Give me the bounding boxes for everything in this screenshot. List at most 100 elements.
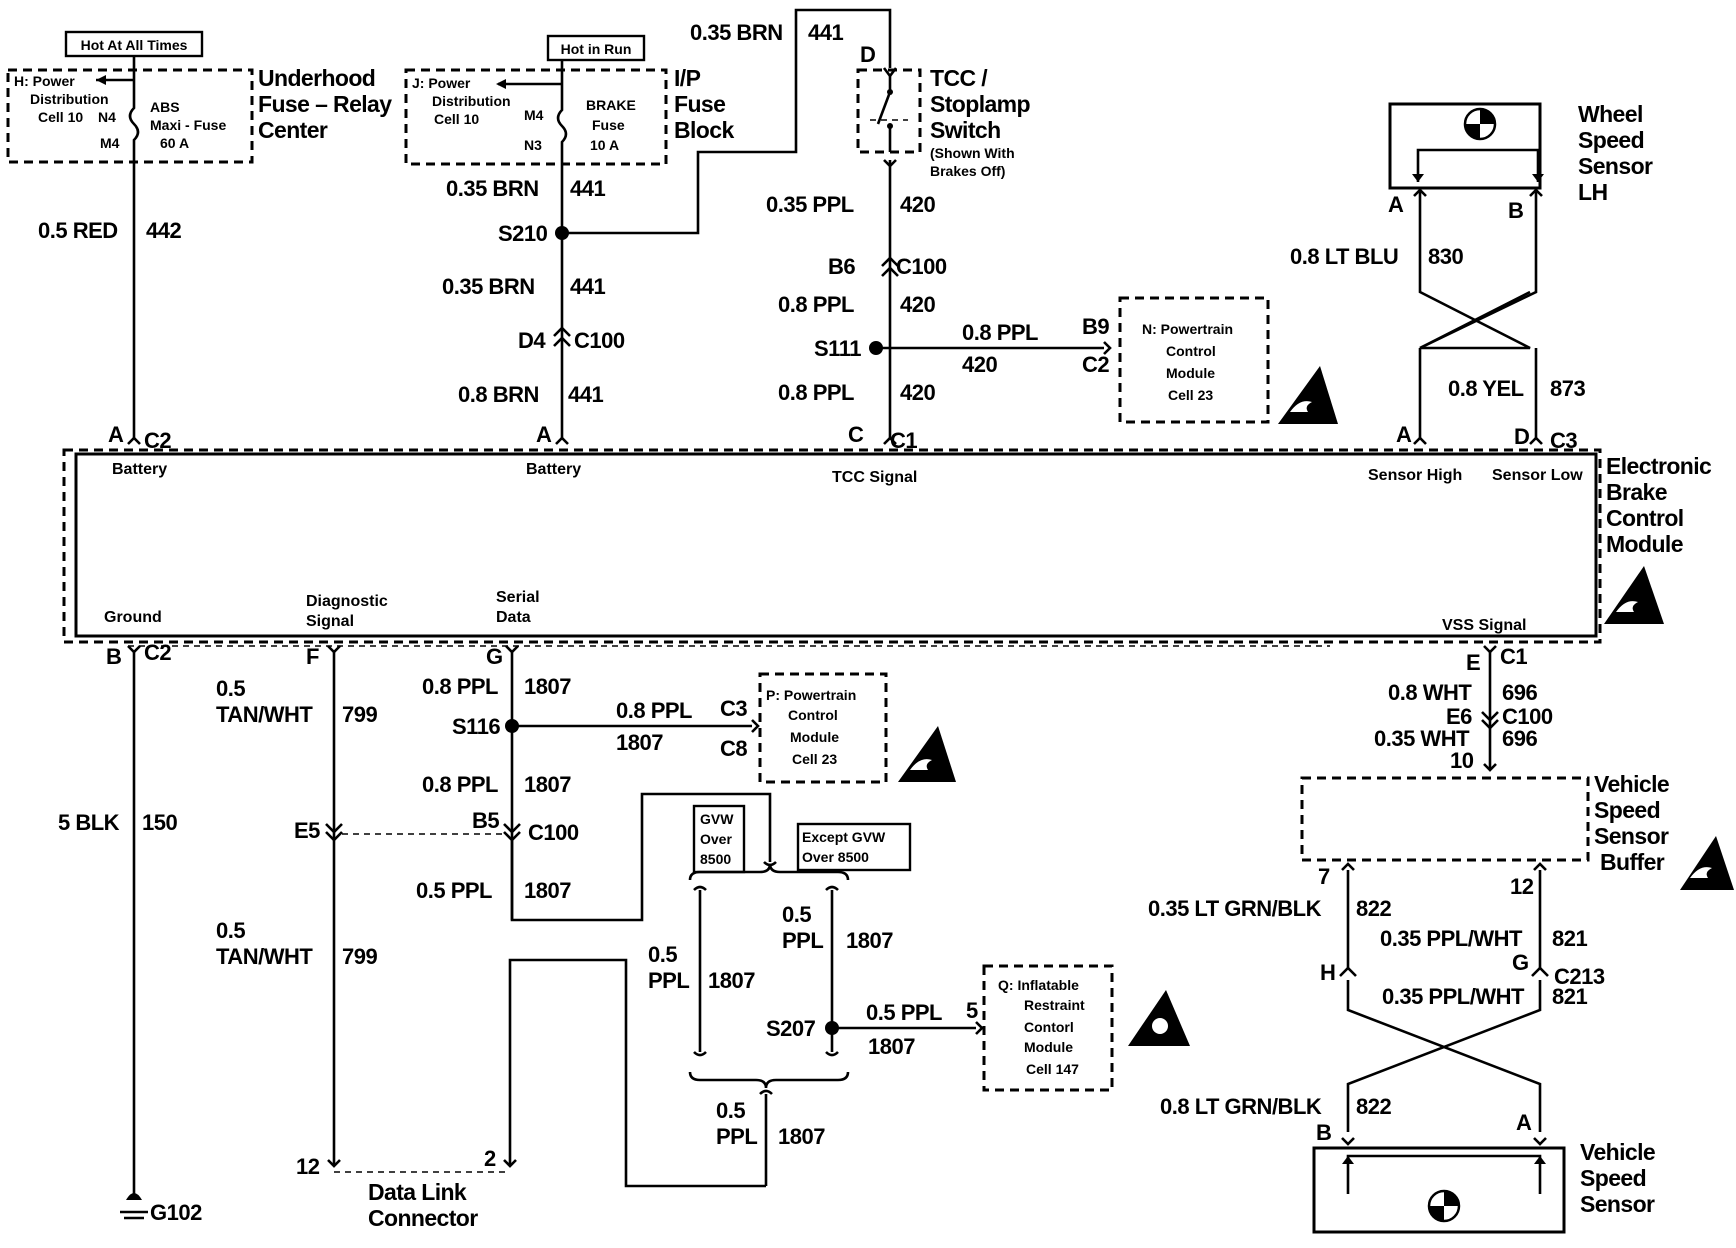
svg-text:441: 441 — [570, 176, 605, 201]
svg-text:0.8 PPL: 0.8 PPL — [778, 292, 854, 317]
svg-text:Sensor: Sensor — [1594, 823, 1669, 849]
svg-text:G: G — [1512, 950, 1529, 975]
svg-text:G: G — [486, 644, 503, 669]
svg-text:H: Power: H: Power — [14, 73, 75, 89]
svg-text:0.8 PPL: 0.8 PPL — [778, 380, 854, 405]
svg-text:Cell 23: Cell 23 — [1168, 387, 1213, 403]
svg-text:0.35 PPL: 0.35 PPL — [766, 192, 854, 217]
svg-text:Ground: Ground — [104, 609, 162, 626]
svg-text:0.5: 0.5 — [216, 676, 245, 701]
svg-text:TCC Signal: TCC Signal — [832, 469, 917, 486]
svg-text:Buffer: Buffer — [1600, 849, 1665, 875]
svg-text:A: A — [1516, 1110, 1532, 1135]
svg-text:Stoplamp: Stoplamp — [930, 91, 1031, 117]
svg-text:1807: 1807 — [524, 674, 571, 699]
svg-text:Battery: Battery — [526, 461, 581, 478]
ebcm-module — [74, 452, 1598, 638]
svg-text:C100: C100 — [896, 254, 947, 279]
svg-text:0.5 RED: 0.5 RED — [38, 218, 118, 243]
svg-text:VSS Signal: VSS Signal — [1442, 617, 1526, 634]
svg-text:873: 873 — [1550, 376, 1585, 401]
svg-text:Brakes Off): Brakes Off) — [930, 163, 1005, 179]
svg-text:Block: Block — [674, 117, 734, 143]
svg-text:Over 8500: Over 8500 — [802, 849, 869, 865]
svg-text:S111: S111 — [814, 336, 861, 361]
svg-text:Distribution: Distribution — [30, 91, 109, 107]
svg-text:0.8 PPL: 0.8 PPL — [616, 698, 692, 723]
svg-text:E: E — [1466, 650, 1480, 675]
svg-text:Sensor High: Sensor High — [1368, 467, 1462, 484]
svg-text:10 A: 10 A — [590, 137, 619, 153]
svg-text:Hot in Run: Hot in Run — [561, 41, 632, 57]
svg-text:420: 420 — [900, 380, 935, 405]
svg-text:H: H — [1320, 960, 1335, 985]
svg-text:1807: 1807 — [524, 772, 571, 797]
svg-text:8500: 8500 — [700, 851, 731, 867]
svg-text:Module: Module — [1024, 1039, 1073, 1055]
svg-text:B9: B9 — [1082, 314, 1109, 339]
svg-text:420: 420 — [962, 352, 997, 377]
svg-text:C: C — [848, 422, 864, 447]
svg-text:0.35 LT GRN/BLK: 0.35 LT GRN/BLK — [1148, 896, 1322, 921]
svg-text:Module: Module — [1166, 365, 1215, 381]
svg-text:C1: C1 — [1500, 644, 1527, 669]
svg-text:Vehicle: Vehicle — [1594, 771, 1669, 797]
svg-text:ABS: ABS — [150, 99, 180, 115]
svg-text:P: Powertrain: P: Powertrain — [766, 687, 856, 703]
svg-text:Fuse – Relay: Fuse – Relay — [258, 91, 392, 117]
pcm-p-box: P: Powertrain Control Module Cell 23 — [758, 672, 888, 784]
ip-fuse-block: J: Power Distribution Cell 10 M4 N3 BRAK… — [404, 68, 668, 166]
svg-text:M4: M4 — [100, 135, 120, 151]
svg-text:799: 799 — [342, 702, 377, 727]
svg-text:5: 5 — [966, 998, 978, 1023]
svg-text:J: Power: J: Power — [412, 75, 471, 91]
pcm-n-box: N: Powertrain Control Module Cell 23 — [1118, 296, 1270, 424]
svg-text:D: D — [860, 42, 875, 67]
svg-text:Sensor Low: Sensor Low — [1492, 467, 1583, 484]
svg-text:Except GVW: Except GVW — [802, 829, 886, 845]
svg-text:Maxi - Fuse: Maxi - Fuse — [150, 117, 226, 133]
svg-text:Cell 10: Cell 10 — [434, 111, 479, 127]
svg-text:420: 420 — [900, 192, 935, 217]
svg-text:1807: 1807 — [524, 878, 571, 903]
svg-text:441: 441 — [808, 20, 843, 45]
esd-icon — [1680, 836, 1734, 890]
svg-text:Sensor: Sensor — [1578, 153, 1653, 179]
svg-text:Control: Control — [1166, 343, 1216, 359]
svg-text:0.35 PPL/WHT: 0.35 PPL/WHT — [1382, 984, 1525, 1009]
except-gvw-tag: Except GVW Over 8500 — [796, 822, 912, 872]
svg-text:PPL: PPL — [716, 1124, 757, 1149]
svg-text:441: 441 — [570, 274, 605, 299]
svg-text:0.8 PPL: 0.8 PPL — [422, 772, 498, 797]
svg-text:E5: E5 — [294, 818, 320, 843]
svg-text:Diagnostic: Diagnostic — [306, 593, 388, 610]
svg-text:0.5 PPL: 0.5 PPL — [416, 878, 492, 903]
svg-text:0.5: 0.5 — [648, 942, 677, 967]
vehicle-speed-sensor-buffer — [1300, 776, 1590, 862]
svg-text:1807: 1807 — [778, 1124, 825, 1149]
svg-text:822: 822 — [1356, 896, 1391, 921]
svg-text:Q: Inflatable: Q: Inflatable — [998, 977, 1079, 993]
svg-text:Distribution: Distribution — [432, 93, 511, 109]
svg-text:Module: Module — [1606, 531, 1683, 557]
svg-text:M4: M4 — [524, 107, 544, 123]
svg-text:696: 696 — [1502, 726, 1537, 751]
svg-text:TCC /: TCC / — [930, 65, 988, 91]
svg-text:A: A — [1396, 422, 1412, 447]
svg-text:Sensor: Sensor — [1580, 1191, 1655, 1217]
svg-text:2: 2 — [484, 1146, 496, 1171]
hot-in-run-tag: Hot in Run — [546, 34, 646, 62]
svg-text:0.35 WHT: 0.35 WHT — [1374, 726, 1470, 751]
svg-text:BRAKE: BRAKE — [586, 97, 636, 113]
svg-text:A: A — [1388, 192, 1404, 217]
svg-text:Battery: Battery — [112, 461, 167, 478]
svg-text:0.35 BRN: 0.35 BRN — [446, 176, 539, 201]
svg-text:C2: C2 — [1082, 352, 1109, 377]
svg-text:696: 696 — [1502, 680, 1537, 705]
svg-text:0.5 PPL: 0.5 PPL — [866, 1000, 942, 1025]
svg-text:Electronic: Electronic — [1606, 453, 1712, 479]
svg-text:441: 441 — [568, 382, 603, 407]
svg-text:Data Link: Data Link — [368, 1179, 467, 1205]
svg-text:B: B — [1508, 198, 1523, 223]
svg-text:LH: LH — [1578, 179, 1607, 205]
